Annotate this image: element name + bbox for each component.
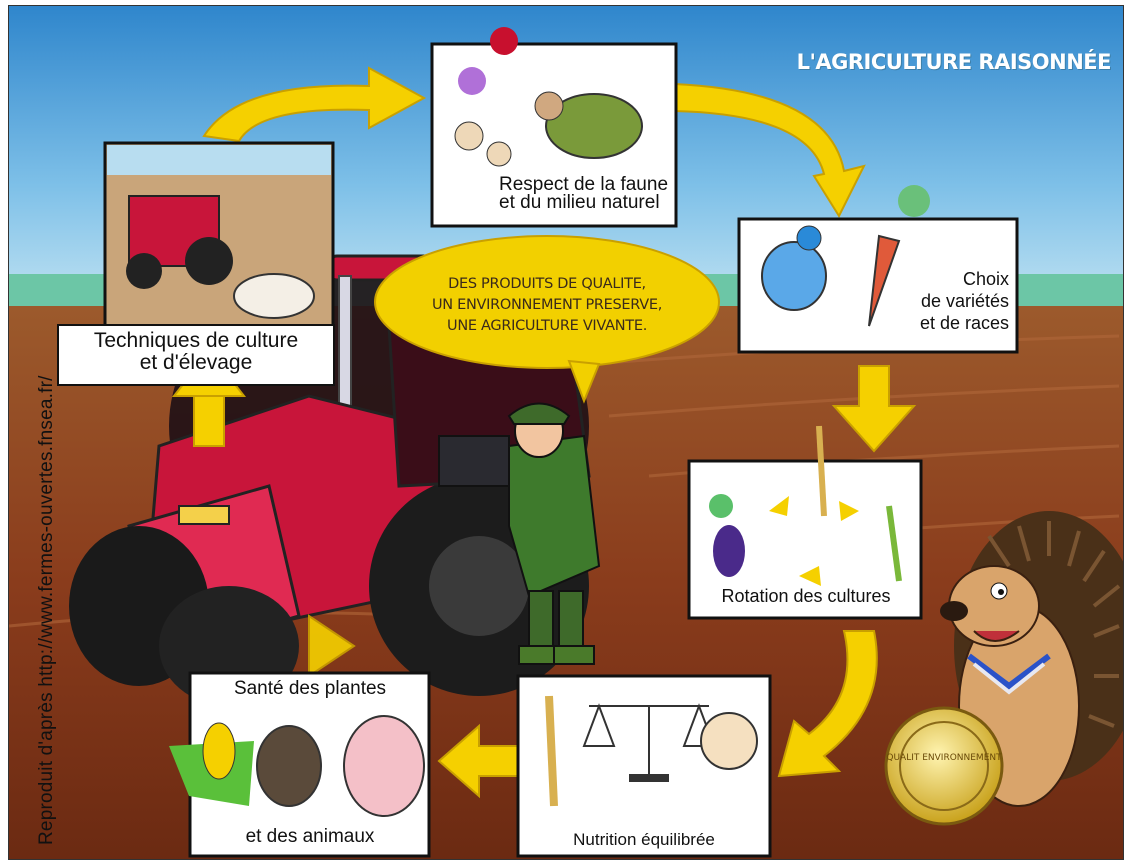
label-choix: Choix de variétés et de races	[889, 268, 1009, 334]
label-sante-line-2: et des animaux	[245, 826, 375, 847]
diagram-title: L'AGRICULTURE RAISONNÉE	[796, 50, 1112, 74]
arrow-techniques-to-respect	[202, 66, 427, 143]
label-respect-line-1: Respect de la faune	[499, 174, 669, 195]
arrow-respect-to-choix	[673, 82, 866, 219]
arrow-sante-to-techniques	[193, 390, 225, 447]
card-choix	[737, 185, 1019, 354]
label-respect-line-2: et du milieu naturel	[499, 192, 660, 213]
hedgehog-spines	[987, 521, 1121, 728]
card-techniques	[103, 141, 335, 340]
arrow-choix-to-rotation	[831, 365, 917, 453]
label-techniques-line-1: Techniques de culture	[93, 329, 299, 352]
card-sante	[169, 671, 431, 858]
label-respect: Respect de la faune et du milieu naturel	[499, 174, 679, 213]
central-message: DES PRODUITS DE QUALITE, UN ENVIRONNEMEN…	[377, 274, 717, 337]
card-nutrition	[516, 674, 772, 858]
card-rotation	[687, 425, 923, 620]
farm-scene: QUALIT ENVIRONNEMENT	[9, 6, 1123, 859]
arrow-rotation-to-nutrition	[777, 630, 878, 778]
speech-bubble	[374, 235, 720, 404]
label-rotation: Rotation des cultures	[721, 586, 891, 606]
central-message-line-1: DES PRODUITS DE QUALITE,	[448, 276, 646, 292]
label-techniques: Techniques de culture et d'élevage	[57, 324, 335, 386]
hedgehog-mascot: QUALIT ENVIRONNEMENT	[884, 511, 1123, 826]
label-nutrition: Nutrition équilibrée	[573, 830, 715, 849]
central-message-line-3: UNE AGRICULTURE VIVANTE.	[447, 318, 647, 334]
illustration-frame: QUALIT ENVIRONNEMENT	[8, 5, 1124, 860]
arrow-small-wheel	[308, 614, 356, 678]
label-choix-line-1: Choix	[962, 269, 1009, 289]
label-choix-line-2: de variétés	[920, 291, 1009, 311]
medal-text: QUALIT ENVIRONNEMENT	[886, 753, 1002, 763]
quality-medal	[884, 706, 1004, 826]
label-sante-line-1: Santé des plantes	[233, 678, 387, 699]
central-message-line-2: UN ENVIRONNEMENT PRESERVE,	[431, 297, 663, 313]
label-techniques-line-2: et d'élevage	[139, 351, 253, 375]
farmer	[438, 402, 601, 665]
arrow-nutrition-to-sante	[437, 723, 520, 799]
source-credit: Reproduit d'après http://www.fermes-ouve…	[36, 375, 57, 845]
card-respect	[430, 27, 678, 228]
label-choix-line-3: et de races	[919, 313, 1009, 333]
